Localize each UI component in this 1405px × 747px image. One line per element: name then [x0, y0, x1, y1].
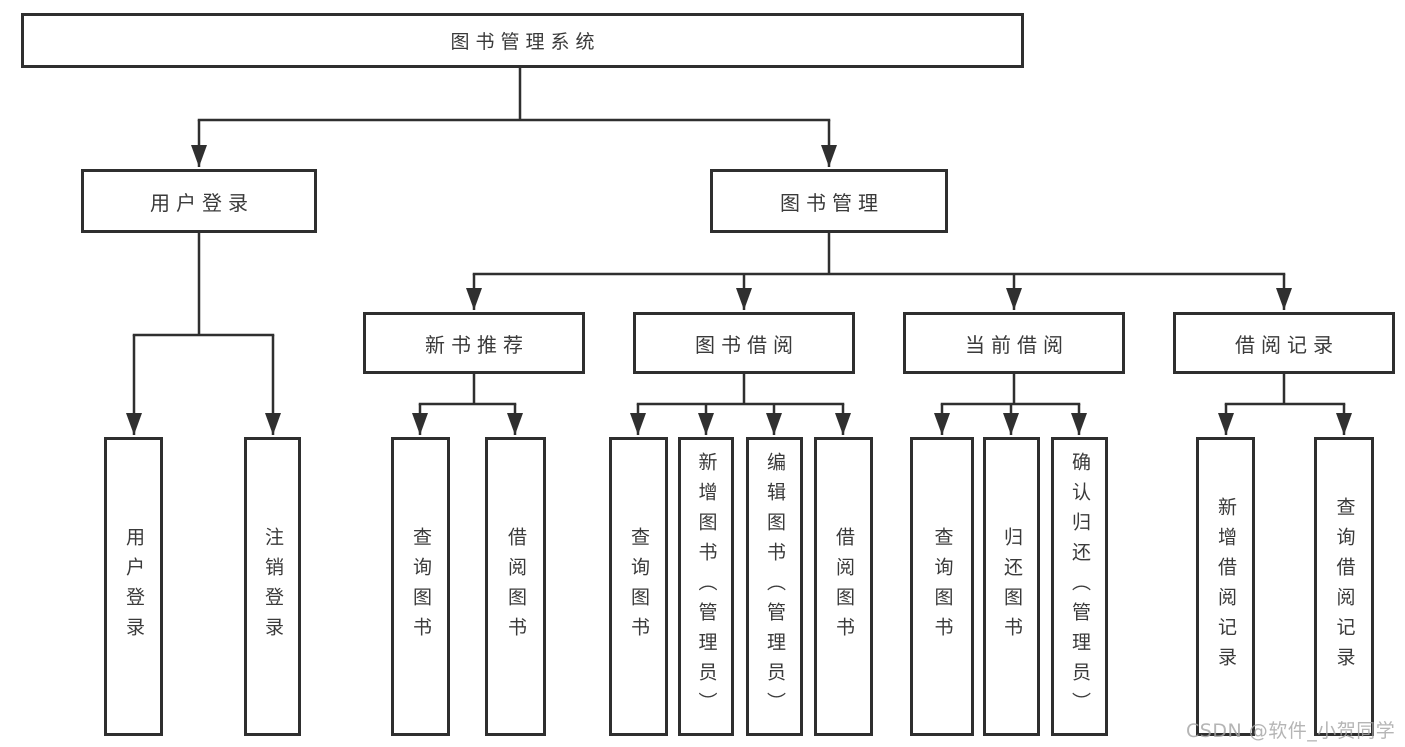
- leaf-label: 确认归还（管理员）: [1069, 451, 1091, 722]
- node-label: 图书管理: [780, 190, 884, 215]
- leaf-user-login: 用户登录: [104, 437, 163, 736]
- leaf-label: 查询图书: [931, 526, 954, 647]
- leaf-label: 编辑图书（管理员）: [764, 451, 786, 722]
- leaf-label: 归还图书: [1001, 526, 1023, 647]
- leaf-query-borrow-record: 查询借阅记录: [1314, 437, 1374, 736]
- leaf-borrow-books: 借阅图书: [814, 437, 873, 736]
- leaf-label: 注销登录: [262, 526, 284, 647]
- leaf-query-books-recommend: 查询图书: [391, 437, 450, 736]
- leaf-edit-books-admin: 编辑图书（管理员）: [746, 437, 803, 736]
- leaf-return-books: 归还图书: [983, 437, 1040, 736]
- leaf-logout: 注销登录: [244, 437, 301, 736]
- node-borrowing-records: 借阅记录: [1173, 312, 1395, 374]
- watermark: CSDN @软件_小贺同学: [1186, 720, 1396, 742]
- leaf-label: 新增图书（管理员）: [695, 451, 718, 722]
- node-label: 用户登录: [150, 190, 254, 215]
- leaf-label: 新增借阅记录: [1215, 496, 1237, 677]
- node-user-login: 用户登录: [81, 169, 317, 233]
- leaf-label: 查询借阅记录: [1333, 496, 1356, 677]
- node-label: 图书管理系统: [450, 31, 601, 53]
- leaf-label: 借阅图书: [833, 526, 855, 647]
- leaf-add-borrow-record: 新增借阅记录: [1196, 437, 1255, 736]
- leaf-label: 查询图书: [410, 526, 432, 647]
- node-new-book-recommendation: 新书推荐: [363, 312, 585, 374]
- node-current-borrowing: 当前借阅: [903, 312, 1125, 374]
- leaf-query-books-current: 查询图书: [910, 437, 974, 736]
- node-book-borrowing: 图书借阅: [633, 312, 855, 374]
- leaf-label: 查询图书: [628, 526, 650, 647]
- node-label: 新书推荐: [425, 332, 529, 357]
- node-label: 当前借阅: [965, 332, 1069, 357]
- leaf-query-books-borrowing: 查询图书: [609, 437, 668, 736]
- node-label: 借阅记录: [1235, 332, 1339, 357]
- node-book-management: 图书管理: [710, 169, 948, 233]
- node-library-management-system: 图书管理系统: [21, 13, 1024, 68]
- leaf-borrow-books-recommend: 借阅图书: [485, 437, 546, 736]
- leaf-add-books-admin: 新增图书（管理员）: [678, 437, 734, 736]
- leaf-label: 借阅图书: [505, 526, 527, 647]
- node-label: 图书借阅: [695, 332, 799, 357]
- leaf-confirm-return-admin: 确认归还（管理员）: [1051, 437, 1108, 736]
- leaf-label: 用户登录: [123, 526, 145, 647]
